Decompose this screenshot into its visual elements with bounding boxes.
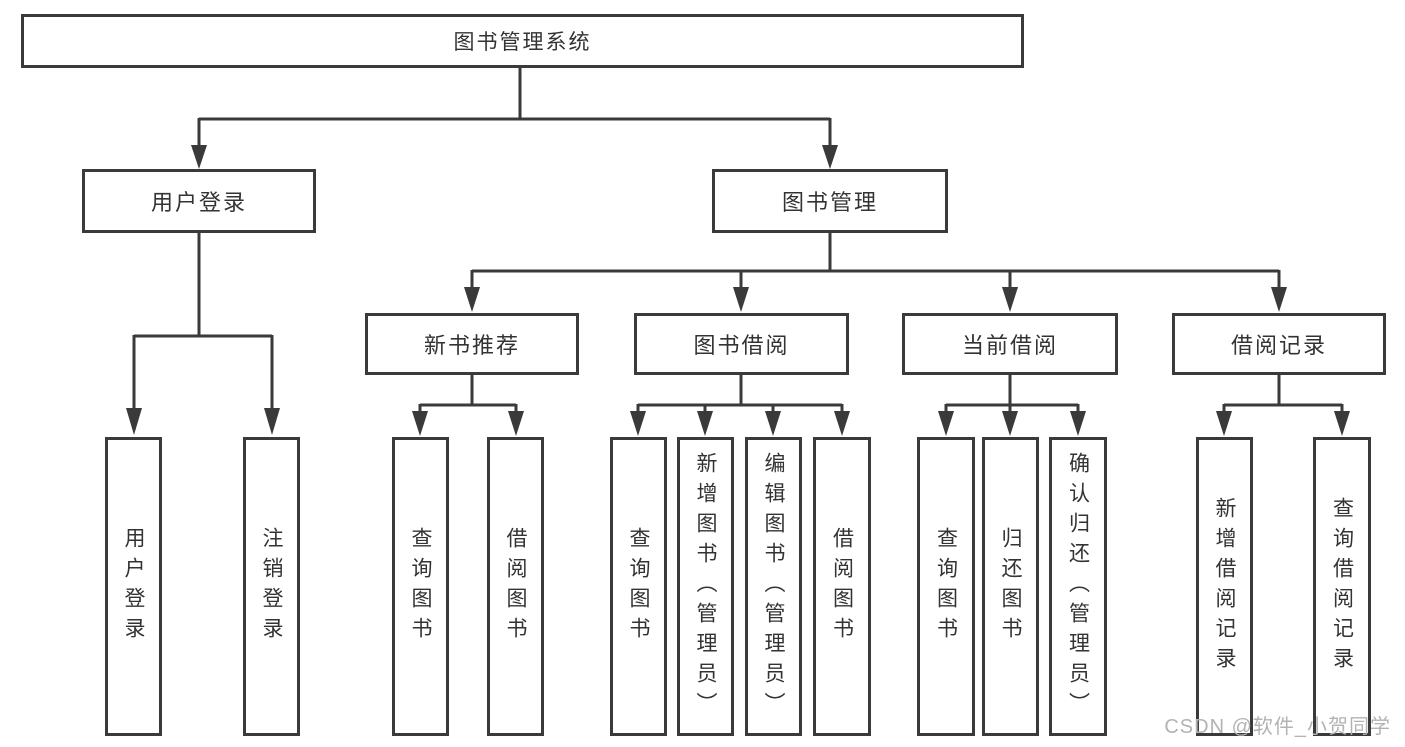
- leaf-query-books-recommend: 查询图书: [392, 437, 449, 736]
- leaf-borrow-books: 借阅图书: [813, 437, 871, 736]
- node-borrow-records: 借阅记录: [1172, 313, 1386, 375]
- leaf-query-books-current: 查询图书: [917, 437, 975, 736]
- leaf-confirm-return-admin: 确认归还（管理员）: [1049, 437, 1107, 736]
- leaf-user-login: 用户登录: [105, 437, 162, 736]
- leaf-return-book: 归还图书: [982, 437, 1039, 736]
- leaf-query-borrow-record: 查询借阅记录: [1313, 437, 1371, 736]
- node-book-borrow: 图书借阅: [634, 313, 849, 375]
- leaf-add-book-admin: 新增图书（管理员）: [677, 437, 734, 736]
- node-book-management: 图书管理: [712, 169, 948, 233]
- leaf-borrow-books-recommend: 借阅图书: [487, 437, 544, 736]
- node-current-borrow: 当前借阅: [902, 313, 1118, 375]
- leaf-add-borrow-record: 新增借阅记录: [1196, 437, 1253, 736]
- node-user-login: 用户登录: [82, 169, 316, 233]
- node-new-book-recommend: 新书推荐: [365, 313, 579, 375]
- leaf-edit-book-admin: 编辑图书（管理员）: [745, 437, 802, 736]
- leaf-query-books-borrow: 查询图书: [610, 437, 667, 736]
- csdn-watermark: CSDN @软件_小贺同学: [1164, 716, 1391, 738]
- node-library-system: 图书管理系统: [21, 14, 1024, 68]
- leaf-logout: 注销登录: [243, 437, 300, 736]
